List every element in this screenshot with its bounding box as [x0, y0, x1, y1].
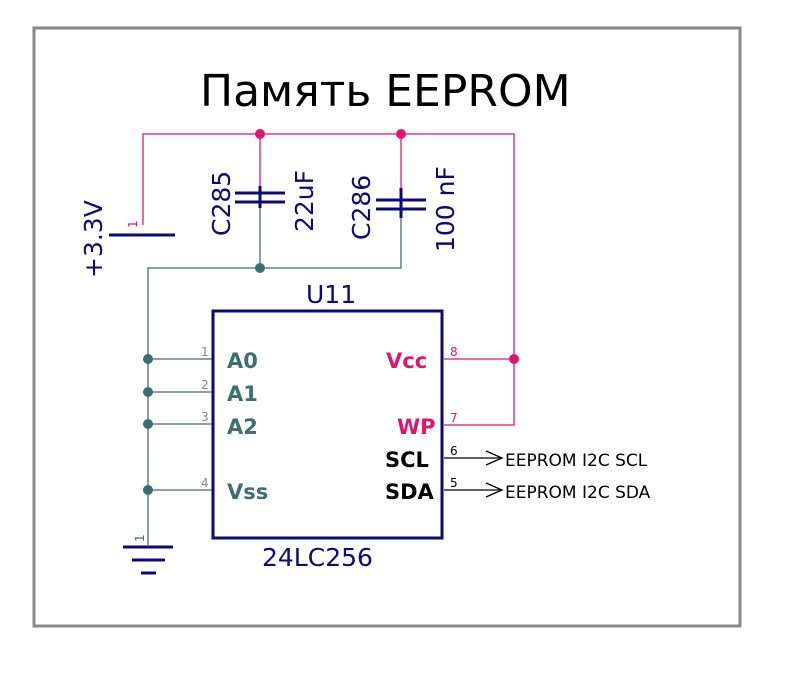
junction-dot: [396, 129, 406, 139]
pin-name-a0: A0: [227, 349, 258, 373]
pin-number: 8: [450, 345, 458, 359]
power-pin-number: 1: [126, 220, 140, 228]
junction-dot: [255, 263, 265, 273]
chip-part: 24LC256: [262, 543, 373, 572]
net-arrow-icon: [485, 482, 504, 498]
pin-name-wp: WP: [397, 415, 436, 439]
pin-number: 3: [201, 410, 209, 424]
pin-name-a1: A1: [227, 382, 258, 406]
power-symbol[interactable]: 1 +3.3V: [79, 200, 175, 278]
junction-dot: [255, 129, 265, 139]
pin-number: 5: [450, 476, 458, 490]
sheet-frame: [32, 26, 742, 628]
net-arrow-icon: [485, 450, 504, 466]
pin-number: 4: [201, 476, 209, 490]
pin-name-vss: Vss: [227, 480, 268, 504]
junction-dot: [143, 485, 153, 495]
net-label-sda[interactable]: EEPROM I2C SDA: [505, 483, 651, 503]
junction-dot: [143, 387, 153, 397]
chip-body: [211, 309, 444, 540]
pin-name-scl: SCL: [385, 448, 429, 472]
capacitor-c285[interactable]: C285 22uF: [207, 170, 319, 236]
pin-name-a2: A2: [227, 415, 258, 439]
pin-name-vcc: Vcc: [386, 349, 427, 373]
capacitor-ref: C285: [207, 171, 236, 236]
capacitor-value: 100 nF: [431, 166, 460, 252]
chip-ref: U11: [306, 280, 356, 309]
ground-pin-number: 1: [133, 534, 147, 542]
pin-number: 1: [201, 345, 209, 359]
signal-net: [444, 450, 504, 498]
pin-number: 2: [201, 378, 209, 392]
power-label: +3.3V: [79, 200, 108, 278]
capacitor-value: 22uF: [290, 170, 319, 232]
junction-dot: [509, 354, 519, 364]
capacitor-ref: C286: [347, 175, 376, 240]
junction-dot: [143, 354, 153, 364]
pin-number: 6: [450, 444, 458, 458]
capacitor-c286[interactable]: C286 100 nF: [347, 166, 460, 252]
pin-name-sda: SDA: [385, 480, 435, 504]
gnd-net: [147, 208, 402, 545]
schematic-title: Память EEPROM: [200, 66, 571, 117]
net-label-scl[interactable]: EEPROM I2C SCL: [505, 451, 648, 471]
ground-symbol[interactable]: 1: [123, 534, 173, 575]
junction-dot: [143, 419, 153, 429]
chip-u11[interactable]: U11 24LC256 1 A0 2 A1 3 A2 4 Vss 8 Vcc 7…: [201, 280, 458, 572]
pin-number: 7: [450, 411, 458, 425]
vcc-net: [142, 133, 515, 426]
